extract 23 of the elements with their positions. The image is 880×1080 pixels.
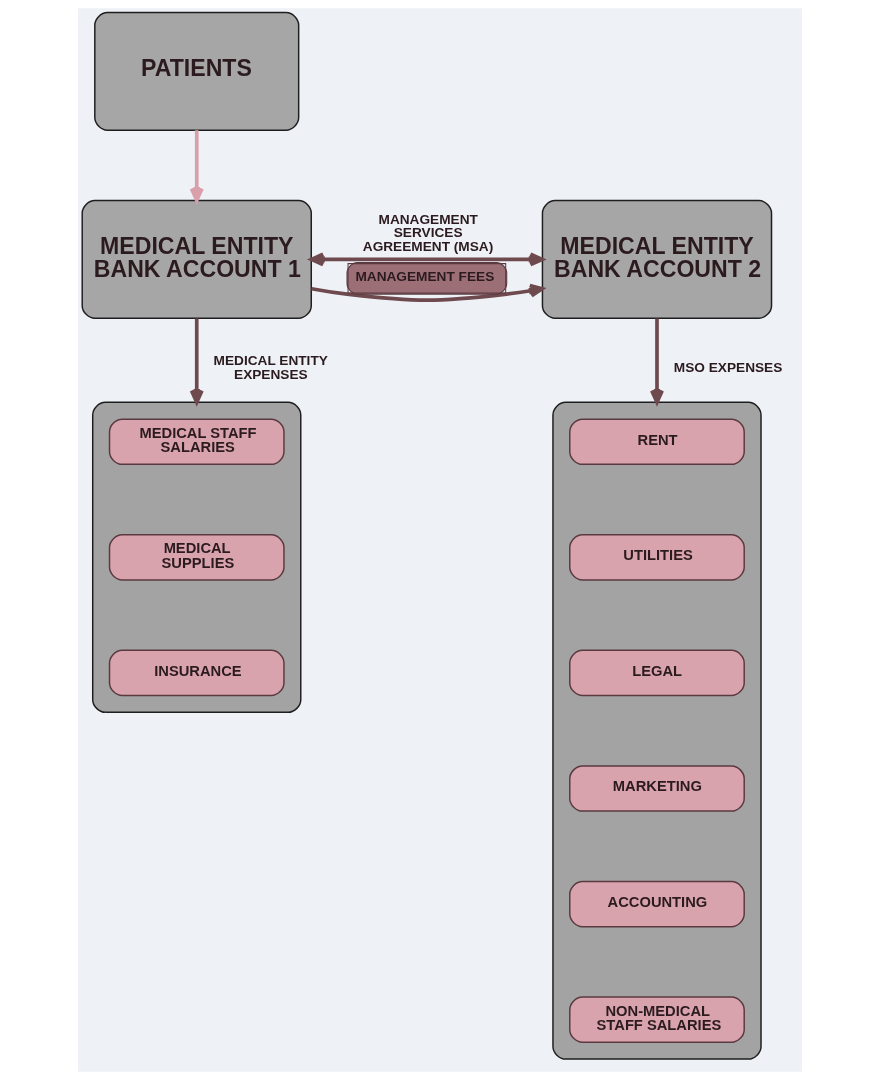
arrow: [309, 252, 544, 267]
node-box: ACCOUNTING: [569, 880, 745, 928]
edge-label: MANAGEMENT FEES: [355, 268, 495, 284]
node-box: RENT: [569, 418, 745, 466]
node-box: MEDICAL ENTITY BANK ACCOUNT 1: [81, 199, 312, 319]
node-box: MEDICAL SUPPLIES: [108, 534, 285, 581]
edge-label: MSO EXPENSES: [673, 359, 783, 375]
arrow: [311, 283, 545, 302]
edge-label: MEDICAL ENTITY EXPENSES: [213, 352, 328, 382]
node-box: UTILITIES: [569, 534, 745, 581]
node-box: PATIENTS: [94, 11, 300, 131]
arrow: [649, 318, 665, 405]
node-box: NON-MEDICAL STAFF SALARIES: [569, 996, 745, 1043]
cluster: [552, 401, 762, 1060]
arrow: [189, 318, 204, 405]
node-box: INSURANCE: [108, 649, 285, 697]
node-box: LEGAL: [569, 649, 745, 697]
node-box: MEDICAL ENTITY BANK ACCOUNT 2: [541, 199, 773, 319]
cluster: [91, 401, 302, 714]
arrow: [189, 130, 204, 203]
edge-label: MANAGEMENT SERVICES AGREEMENT (MSA): [362, 211, 494, 254]
node-box: MEDICAL STAFF SALARIES: [108, 418, 285, 466]
node-box: MARKETING: [569, 765, 745, 812]
